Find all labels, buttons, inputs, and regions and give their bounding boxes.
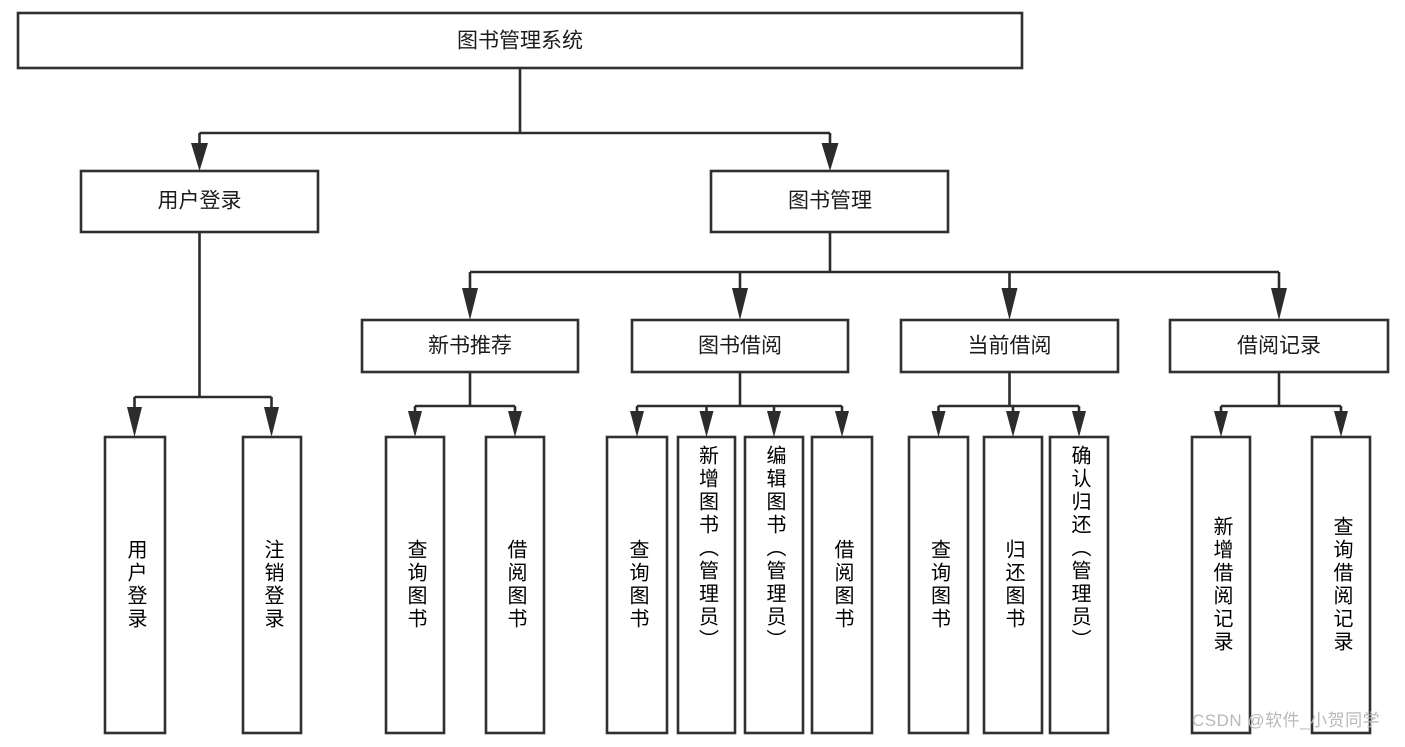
node-borrow-record-label: 借阅记录 <box>1237 335 1321 358</box>
node-root-label: 图书管理系统 <box>457 30 583 53</box>
connector-group-user-login-to-leaves <box>127 232 279 437</box>
node-new-book-rec-label: 新书推荐 <box>428 335 512 358</box>
node-borrow-record[interactable]: 借阅记录 <box>1168 318 1390 374</box>
arrow-leaf-logout <box>264 407 279 437</box>
connector-group-book-manage-to-level3 <box>462 232 1287 320</box>
arrow-leaf-query-record <box>1334 411 1348 437</box>
node-book-borrow-label: 图书借阅 <box>698 335 782 358</box>
csdn-watermark: CSDN @软件_小贺同学 <box>1192 711 1381 730</box>
node-book-borrow-box[interactable] <box>630 318 850 374</box>
arrow-leaf-add-book <box>699 411 714 437</box>
node-book-manage-box[interactable] <box>709 169 950 234</box>
node-user-login[interactable]: 用户登录 <box>79 169 320 234</box>
arrow-current-borrow <box>1001 288 1018 320</box>
connector-group-root-to-level2 <box>191 68 839 171</box>
node-root[interactable]: 图书管理系统 <box>16 11 1024 70</box>
node-root-box[interactable] <box>16 11 1024 70</box>
arrow-leaf-query-book-3 <box>931 411 946 437</box>
arrow-leaf-add-record <box>1214 411 1228 437</box>
node-leaf-borrow-book-1-box[interactable] <box>484 435 546 735</box>
arrow-leaf-query-book-2 <box>630 411 644 437</box>
node-leaf-add-book-box[interactable] <box>676 435 737 735</box>
node-current-borrow[interactable]: 当前借阅 <box>899 318 1120 374</box>
node-current-borrow-box[interactable] <box>899 318 1120 374</box>
node-book-manage-label: 图书管理 <box>788 190 872 213</box>
node-book-borrow[interactable]: 图书借阅 <box>630 318 850 374</box>
arrow-leaf-borrow-book-1 <box>508 411 522 437</box>
node-leaf-return-book-box[interactable] <box>982 435 1044 735</box>
node-current-borrow-label: 当前借阅 <box>968 335 1052 358</box>
node-user-login-box[interactable] <box>79 169 320 234</box>
connector-group-book-borrow-to-leaves <box>630 372 849 437</box>
node-leaf-logout-box[interactable] <box>241 435 303 735</box>
arrow-new-book-rec <box>462 288 478 320</box>
node-new-book-rec[interactable]: 新书推荐 <box>360 318 580 374</box>
node-leaf-query-record-box[interactable] <box>1310 435 1372 735</box>
node-leaf-query-book-1-box[interactable] <box>384 435 446 735</box>
arrow-leaf-user-login <box>127 407 142 437</box>
node-book-manage[interactable]: 图书管理 <box>709 169 950 234</box>
arrow-user-login <box>191 143 208 171</box>
node-user-login-label: 用户登录 <box>158 190 242 213</box>
connector-group-borrow-record-to-leaves <box>1214 372 1348 437</box>
node-borrow-record-box[interactable] <box>1168 318 1390 374</box>
arrow-leaf-confirm-return <box>1072 411 1086 437</box>
arrow-borrow-record <box>1271 288 1287 320</box>
node-leaf-borrow-book-2-box[interactable] <box>810 435 874 735</box>
node-leaf-edit-book-box[interactable] <box>743 435 805 735</box>
node-new-book-rec-box[interactable] <box>360 318 580 374</box>
node-leaf-query-book-2-box[interactable] <box>605 435 669 735</box>
arrow-book-manage <box>821 143 839 171</box>
arrow-leaf-query-book-1 <box>408 411 422 437</box>
arrow-leaf-borrow-book-2 <box>835 411 849 437</box>
node-leaf-add-record-box[interactable] <box>1190 435 1252 735</box>
connector-group-current-borrow-to-leaves <box>931 372 1086 437</box>
arrow-book-borrow <box>732 288 748 320</box>
node-leaf-user-login-box[interactable] <box>103 435 167 735</box>
node-leaf-confirm-return-box[interactable] <box>1048 435 1110 735</box>
arrow-leaf-edit-book <box>767 411 781 437</box>
arrow-leaf-return-book <box>1006 411 1020 437</box>
node-leaf-query-book-3-box[interactable] <box>907 435 970 735</box>
connector-group-new-book-rec-to-leaves <box>408 372 522 437</box>
